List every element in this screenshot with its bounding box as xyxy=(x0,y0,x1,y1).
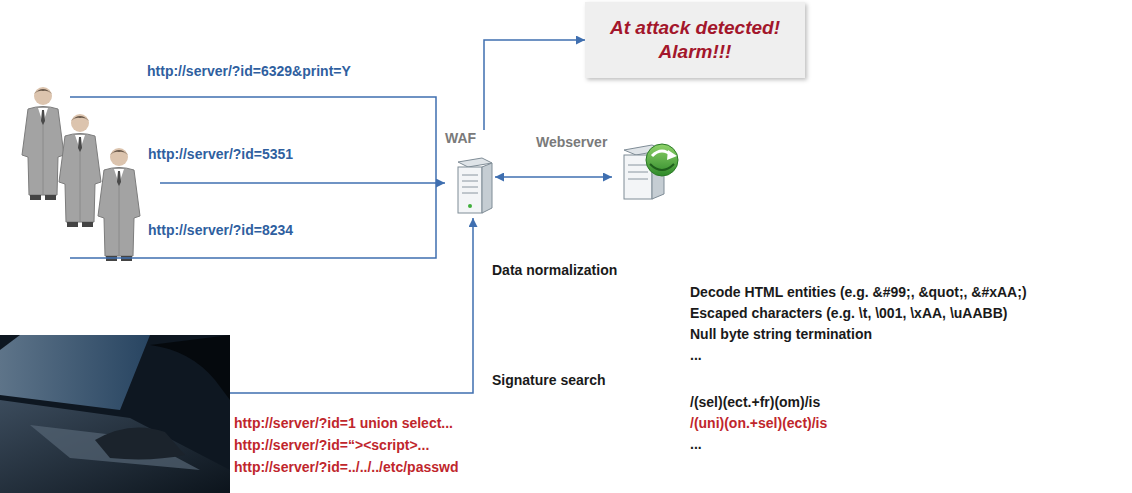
attack-url: http://server/?id=1 union select... xyxy=(234,415,453,432)
waf-server-icon xyxy=(458,158,492,213)
note-text: Signature search xyxy=(492,372,606,389)
attack-url: http://server/?id=“><script>... xyxy=(234,437,429,454)
signature-highlight: /(uni)(on.+sel)(ect)/is xyxy=(690,415,827,432)
note-text: Escaped characters (e.g. \t, \001, \xAA,… xyxy=(690,305,1007,322)
request-arrow xyxy=(484,40,585,130)
attack-url: http://server/?id=../../../etc/passwd xyxy=(234,459,458,476)
request-url: http://server/?id=6329&print=Y xyxy=(147,63,351,80)
request-url: http://server/?id=5351 xyxy=(148,146,293,163)
request-url: http://server/?id=8234 xyxy=(148,222,293,239)
alarm-box: At attack detected! Alarm!!! xyxy=(585,2,805,78)
webserver-icon xyxy=(624,144,678,199)
note-text: Data normalization xyxy=(492,262,617,279)
note-text: Decode HTML entities (e.g. &#99;, &quot;… xyxy=(690,284,1027,301)
server-label: Webserver xyxy=(536,134,607,151)
request-arrow xyxy=(495,176,612,178)
server-label: WAF xyxy=(445,130,476,147)
request-bracket xyxy=(70,97,436,258)
user-group: http://server/?id=6329&print=Yhttp://ser… xyxy=(15,85,160,265)
note-text: ... xyxy=(690,347,702,364)
web-server: Webserver xyxy=(612,130,685,205)
note-text: /(sel)(ect.+fr)(om)/is xyxy=(690,394,820,411)
note-text: Null byte string termination xyxy=(690,326,872,343)
attacker: http://server/?id=1 union select...http:… xyxy=(0,335,230,493)
alarm-text: At attack detected! Alarm!!! xyxy=(595,16,795,64)
waf-server: WAF xyxy=(445,130,495,218)
request-arrow xyxy=(230,218,473,393)
hacker-photo xyxy=(0,335,230,493)
users-figures xyxy=(22,87,140,261)
note-text: ... xyxy=(690,436,702,453)
request-arrow xyxy=(160,182,445,184)
